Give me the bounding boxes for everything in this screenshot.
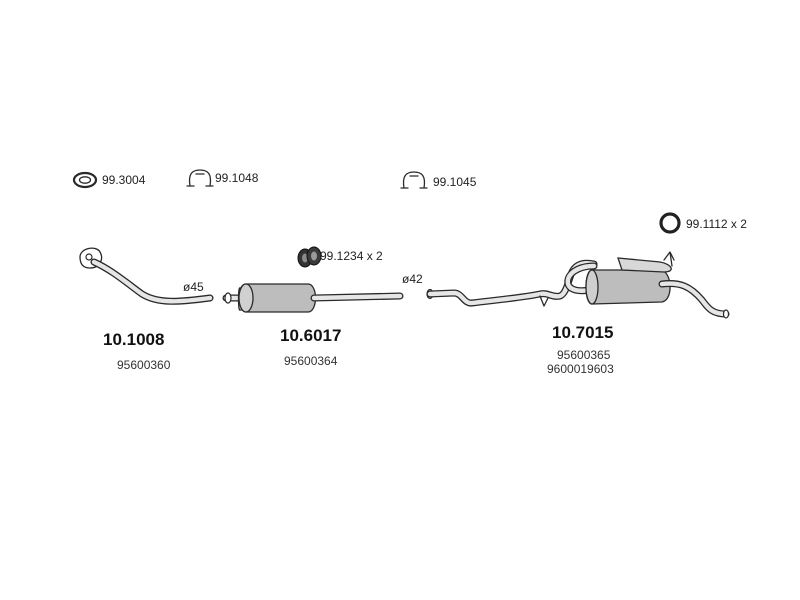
clamp-icon-2 [400,171,428,189]
middle-silencer-oem-number: 95600364 [284,354,338,368]
middle-silencer [222,283,404,313]
clamp-part-number: 99.1048 [215,171,259,185]
sealing-ring-part-number: 99.1112 x 2 [686,217,747,231]
front-pipe [79,247,214,305]
gasket-icon [72,171,98,189]
rear-silencer-oem-number-2: 9600019603 [547,362,614,376]
middle-pipe-diameter: ø42 [402,272,423,286]
rear-silencer [426,251,730,319]
rubber-ring-part-number: 99.1234 x 2 [320,249,383,263]
front-pipe-diameter: ø45 [183,280,204,294]
rear-silencer-part-number: 10.7015 [552,323,613,342]
middle-silencer-part-number: 10.6017 [280,326,341,345]
rubber-ring-icon [297,246,322,268]
front-pipe-oem-number: 95600360 [117,358,171,372]
front-pipe-part-number: 10.1008 [103,330,164,349]
clamp-icon [186,169,214,187]
sealing-ring-icon [659,212,681,234]
clamp-part-number-2: 99.1045 [433,175,477,189]
gasket-part-number: 99.3004 [102,173,146,187]
rear-silencer-oem-number: 95600365 [557,348,611,362]
